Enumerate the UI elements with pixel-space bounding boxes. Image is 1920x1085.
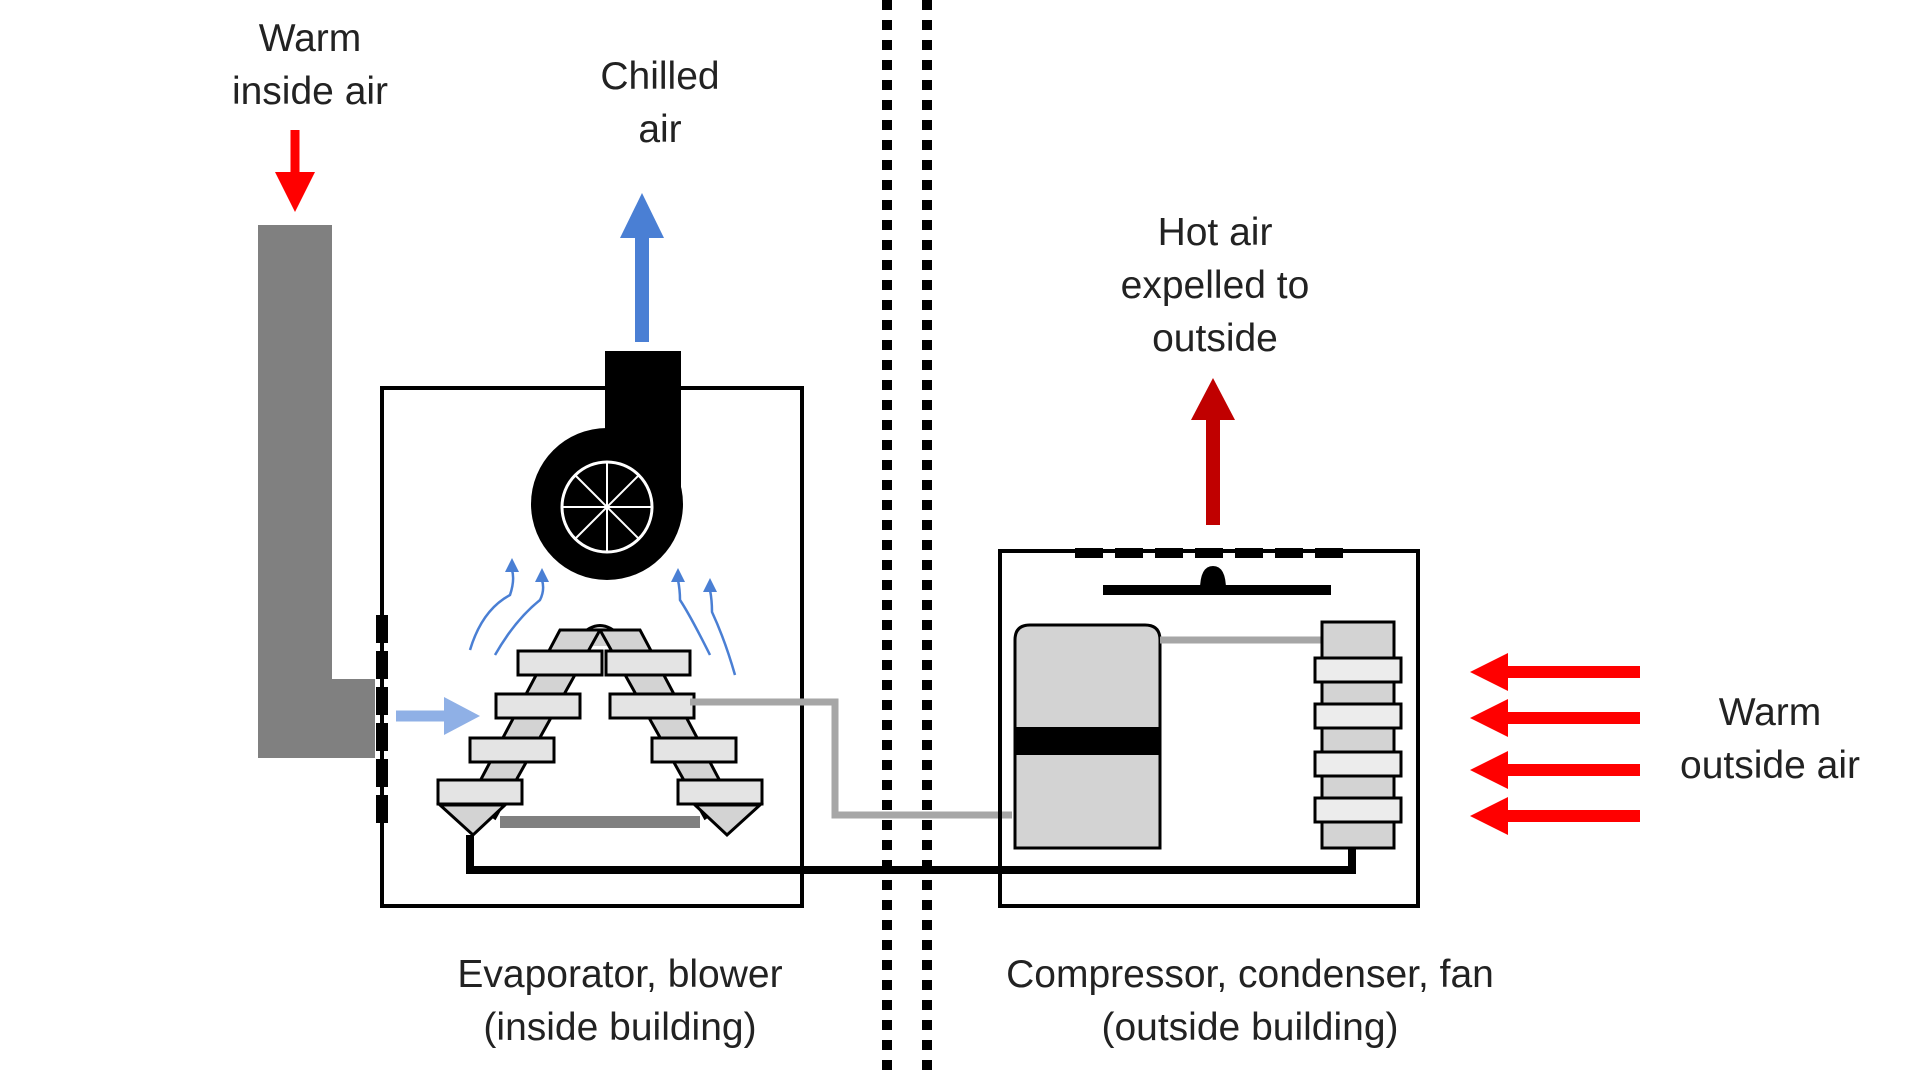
hot-air-expelled-label: Hot air expelled to outside bbox=[1120, 211, 1310, 360]
up-arrow-icon bbox=[1191, 378, 1235, 525]
chilled-air-label: Chilled air bbox=[600, 55, 720, 151]
condenser-coil-icon bbox=[1313, 620, 1403, 850]
liquid-line bbox=[466, 835, 1356, 874]
evaporator-coil-icon bbox=[436, 624, 764, 838]
airflow-arrowheads bbox=[505, 558, 717, 592]
suction-line bbox=[690, 698, 1012, 819]
blower-fan-icon bbox=[531, 351, 683, 580]
down-arrow-icon bbox=[275, 130, 315, 212]
building-wall bbox=[882, 0, 932, 1080]
airflow-arrows bbox=[468, 569, 737, 676]
fan-blade-icon bbox=[1103, 566, 1331, 595]
warm-inside-air-label: Warm inside air bbox=[231, 17, 389, 113]
up-arrow-icon bbox=[620, 193, 664, 342]
indoor-unit-caption: Evaporator, blower (inside building) bbox=[457, 953, 783, 1049]
compressor-icon bbox=[1013, 623, 1162, 850]
warm-outside-air-label: Warm outside air bbox=[1680, 691, 1860, 787]
outdoor-unit-caption: Compressor, condenser, fan (outside buil… bbox=[1006, 953, 1494, 1049]
return-air-duct bbox=[258, 225, 375, 758]
right-arrow-icon bbox=[396, 697, 480, 735]
left-arrow-icon bbox=[1470, 653, 1640, 835]
indoor-unit-box bbox=[380, 386, 804, 908]
